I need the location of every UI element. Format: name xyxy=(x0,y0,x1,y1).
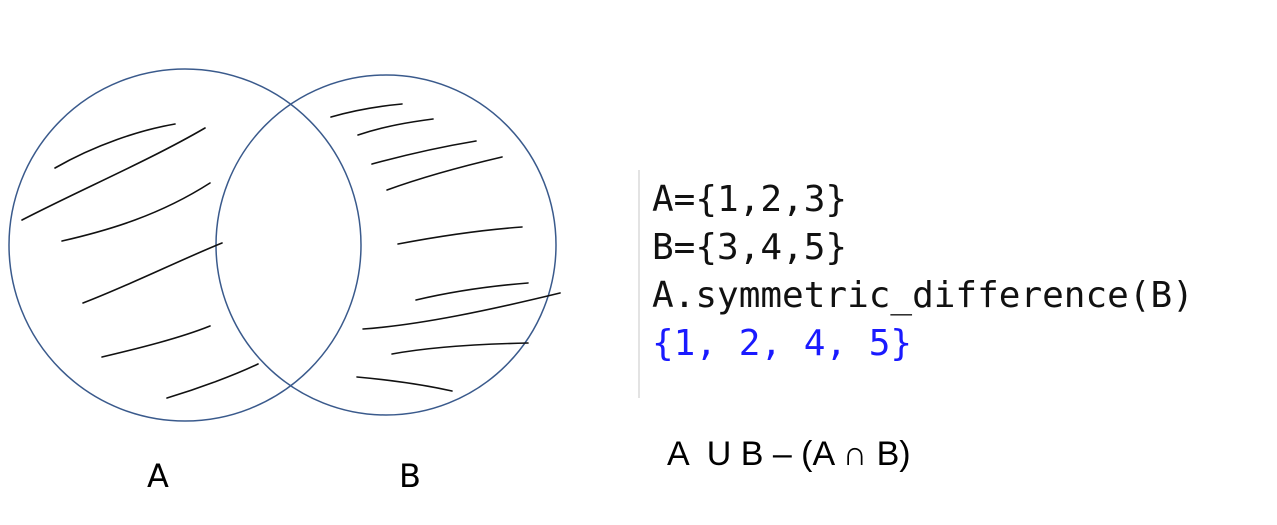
hatch-stroke xyxy=(386,156,503,191)
venn-diagram xyxy=(8,68,561,422)
code-line-method-call: A.symmetric_difference(B) xyxy=(652,275,1194,316)
hatch-stroke xyxy=(330,103,403,118)
code-line-set-b: B={3,4,5} xyxy=(652,227,848,268)
hatch-stroke xyxy=(54,123,176,169)
hatch-stroke xyxy=(61,182,211,242)
code-panel: A={1,2,3} B={3,4,5} A.symmetric_differen… xyxy=(638,170,1276,398)
hatch-stroke xyxy=(362,292,561,330)
hatch-stroke xyxy=(356,376,453,392)
hatch-stroke xyxy=(397,226,523,245)
code-lines: A={1,2,3} B={3,4,5} A.symmetric_differen… xyxy=(652,176,1194,368)
hatch-stroke xyxy=(415,282,529,301)
set-a-circle xyxy=(8,68,362,422)
hatch-stroke xyxy=(82,242,223,304)
hatch-stroke xyxy=(101,325,211,358)
set-b-circle xyxy=(215,74,557,416)
hatch-stroke xyxy=(391,342,529,355)
set-b-label: B xyxy=(399,457,421,495)
hatch-stroke xyxy=(21,127,206,221)
hatch-stroke xyxy=(357,118,434,136)
hatch-stroke xyxy=(166,363,259,399)
set-a-label: A xyxy=(147,457,169,495)
code-line-set-a: A={1,2,3} xyxy=(652,179,848,220)
hatching-set-b-only xyxy=(330,103,561,392)
set-formula: A U B – (A ∩ B) xyxy=(667,435,911,473)
code-output: {1, 2, 4, 5} xyxy=(652,323,913,364)
hatch-stroke xyxy=(371,140,477,165)
hatching-set-a-only xyxy=(21,123,259,399)
